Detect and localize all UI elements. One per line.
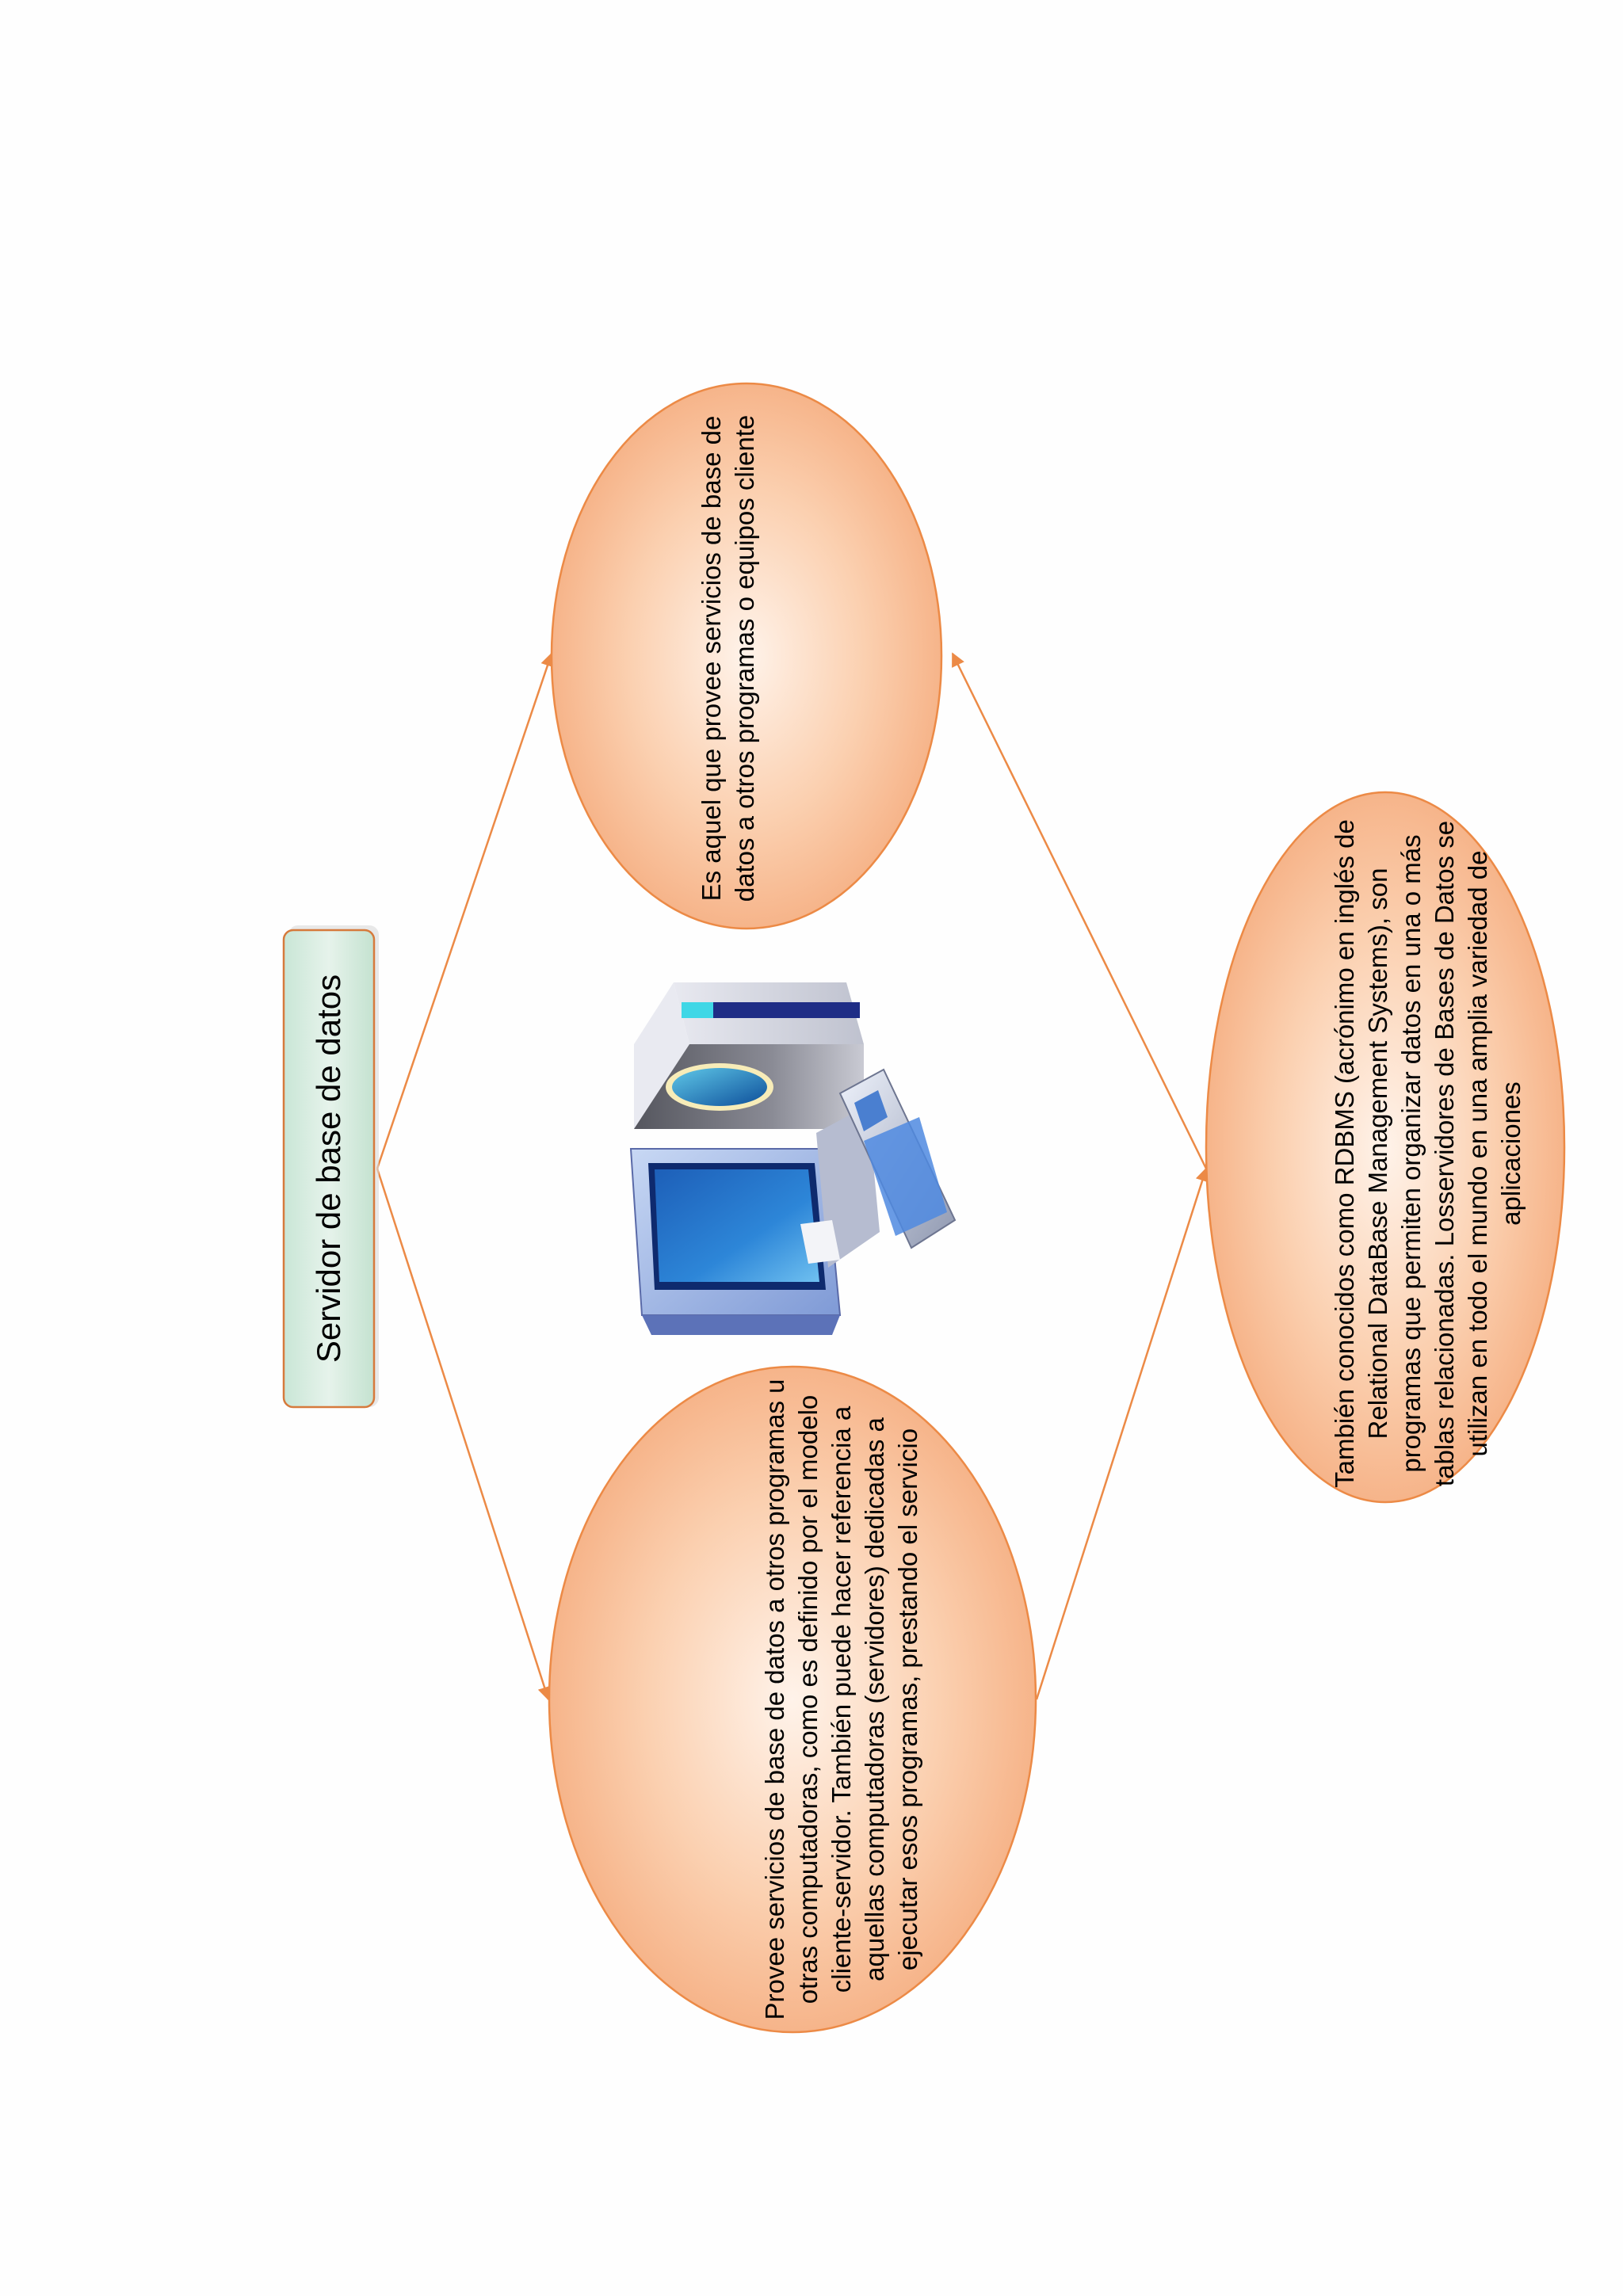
arrow-title-to-top xyxy=(376,652,555,1169)
title-box xyxy=(282,929,376,1409)
computer-server-icon xyxy=(629,982,957,1335)
node-right-text: También conocidos como RDBMS (acrónimo e… xyxy=(1330,819,1526,1488)
node-bottom-shape xyxy=(548,1365,1037,2034)
arrow-title-to-bottom xyxy=(376,1168,552,1701)
arrow-bottom-to-right xyxy=(1035,1167,1209,1700)
node-bottom-text: Provee servicios de base de datos a otro… xyxy=(760,1379,922,2020)
arrow-right-to-top xyxy=(951,652,1208,1169)
node-top-text: Es aquel que provee servicios de base de… xyxy=(697,414,759,902)
node-right-shape xyxy=(1205,791,1566,1504)
page-title: Servidor de base de datos xyxy=(310,974,347,1363)
node-top-shape xyxy=(550,382,943,930)
